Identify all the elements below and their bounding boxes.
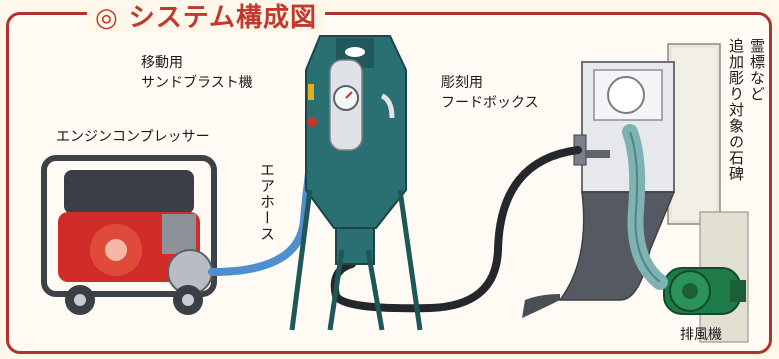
compressor-label: エンジンコンプレッサー	[56, 129, 210, 145]
compressor-illustration	[41, 155, 217, 315]
page-title: ◎ システム構成図	[87, 3, 325, 33]
sandblaster-label-line1: 移動用	[141, 55, 183, 71]
hood-box-illustration	[522, 61, 676, 318]
gravestone-label-col2: 追加彫り対象の石碑	[727, 38, 745, 182]
hood-box-label-line2: フードボックス	[441, 95, 539, 111]
exhaust-fan-illustration	[663, 267, 746, 315]
sandblaster-illustration	[289, 35, 423, 331]
hood-box-label-line1: 彫刻用	[441, 75, 483, 91]
sandblaster-label-line2: サンドブラスト機	[141, 75, 253, 91]
air-hose-label: エアホース	[258, 162, 276, 242]
exhaust-fan-label: 排風機	[680, 327, 722, 343]
gravestone-label-col1: 霊標など	[748, 38, 766, 102]
